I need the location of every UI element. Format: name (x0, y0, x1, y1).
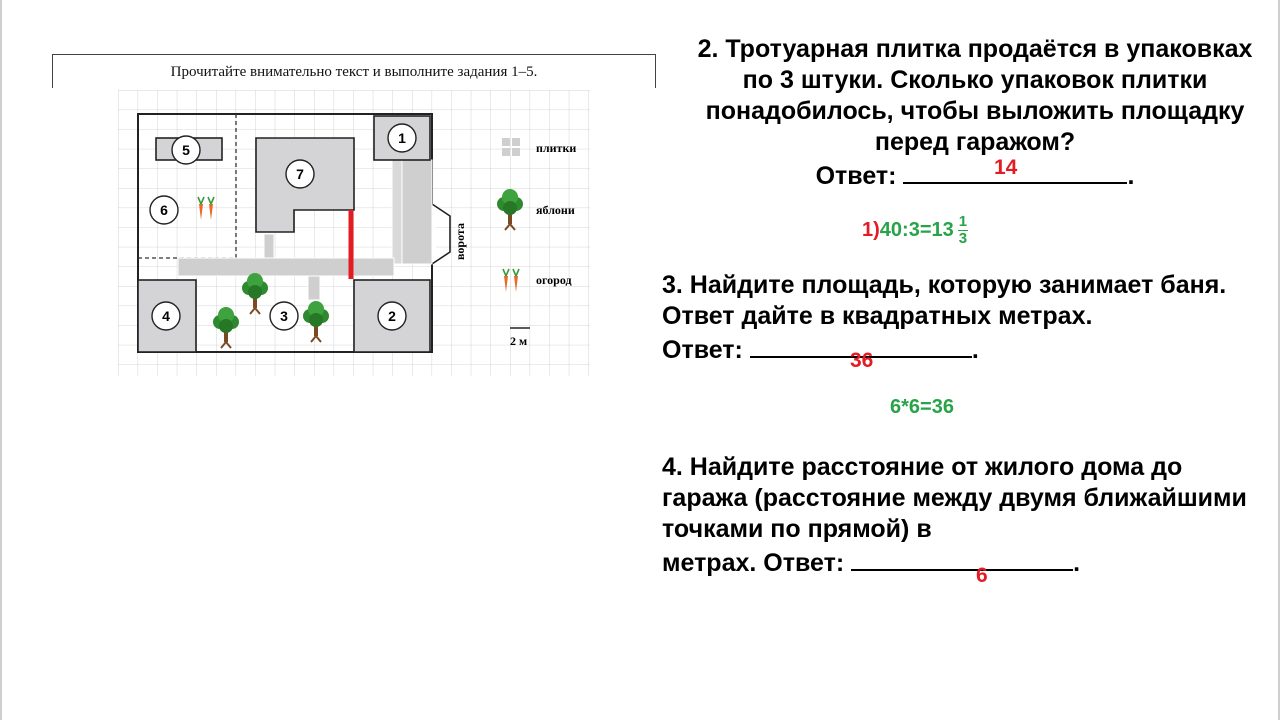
marker-5: 5 (171, 135, 201, 165)
question-3-answer-line: Ответ: . (662, 332, 1262, 366)
question-2-answer-line: Ответ: . (690, 158, 1260, 192)
plan-instruction: Прочитайте внимательно текст и выполните… (170, 64, 538, 80)
question-3: 3. Найдите площадь, которую занимает бан… (662, 270, 1262, 366)
marker-4: 4 (151, 301, 181, 331)
svg-text:1: 1 (398, 130, 406, 146)
legend-tiles-icon (502, 138, 520, 156)
frame-left-border (0, 0, 2, 720)
answer-suffix: . (1127, 162, 1135, 190)
question-4: 4. Найдите расстояние от жилого дома до … (662, 452, 1262, 579)
svg-text:2: 2 (388, 308, 396, 324)
gate-label: ворота (453, 223, 467, 260)
question-3-answer: 36 (850, 349, 874, 372)
frame-right-border (1278, 0, 1280, 720)
plan-drawing: 1 2 3 4 5 6 7 ворота (118, 90, 590, 376)
fraction-denominator: 3 (958, 230, 968, 247)
legend-apple-trees-label: яблони (536, 203, 575, 217)
question-3-solution: 6*6=36 (890, 396, 954, 418)
marker-2: 2 (377, 301, 407, 331)
legend-tiles-label: плитки (536, 141, 576, 155)
solution-expression: 40:3=13 (879, 218, 954, 241)
answer-blank (851, 545, 1074, 571)
question-4-answer: 6 (976, 564, 988, 587)
marker-3: 3 (269, 301, 299, 331)
legend: плитки яблони огород 2 м (496, 138, 576, 348)
answer-suffix: . (971, 336, 979, 364)
legend-garden-label: огород (536, 273, 572, 287)
answer-suffix: . (1073, 549, 1081, 577)
svg-text:4: 4 (162, 308, 170, 324)
plan-header-side (52, 54, 53, 88)
answer-prefix: Ответ: (815, 162, 897, 190)
question-4-answer-line: метрах. Ответ: . (662, 545, 1262, 579)
fraction-numerator: 1 (957, 213, 969, 231)
question-3-text: 3. Найдите площадь, которую занимает бан… (662, 271, 1227, 330)
svg-text:5: 5 (182, 142, 190, 158)
tile-paths (177, 159, 433, 301)
plan-figure: Прочитайте внимательно текст и выполните… (52, 54, 658, 384)
marker-1: 1 (387, 123, 417, 153)
answer-prefix: метрах. Ответ: (662, 549, 845, 577)
marker-7: 7 (285, 159, 315, 189)
question-2-text: 2. Тротуарная плитка продаётся в упаковк… (697, 35, 1253, 156)
plan-header-rule (52, 54, 656, 55)
legend-scale-label: 2 м (510, 334, 527, 348)
question-4-text: 4. Найдите расстояние от жилого дома до … (662, 453, 1247, 543)
answer-prefix: Ответ: (662, 336, 743, 364)
question-2: 2. Тротуарная плитка продаётся в упаковк… (690, 34, 1260, 192)
svg-text:7: 7 (296, 166, 304, 182)
plan-header-side (655, 54, 656, 88)
answer-blank (903, 158, 1128, 184)
answer-blank (749, 332, 972, 358)
svg-text:6: 6 (160, 202, 168, 218)
marker-6: 6 (149, 195, 179, 225)
gate (431, 203, 451, 265)
solution-step: 1) (862, 218, 880, 241)
svg-text:3: 3 (280, 308, 288, 324)
question-2-answer: 14 (994, 156, 1018, 179)
